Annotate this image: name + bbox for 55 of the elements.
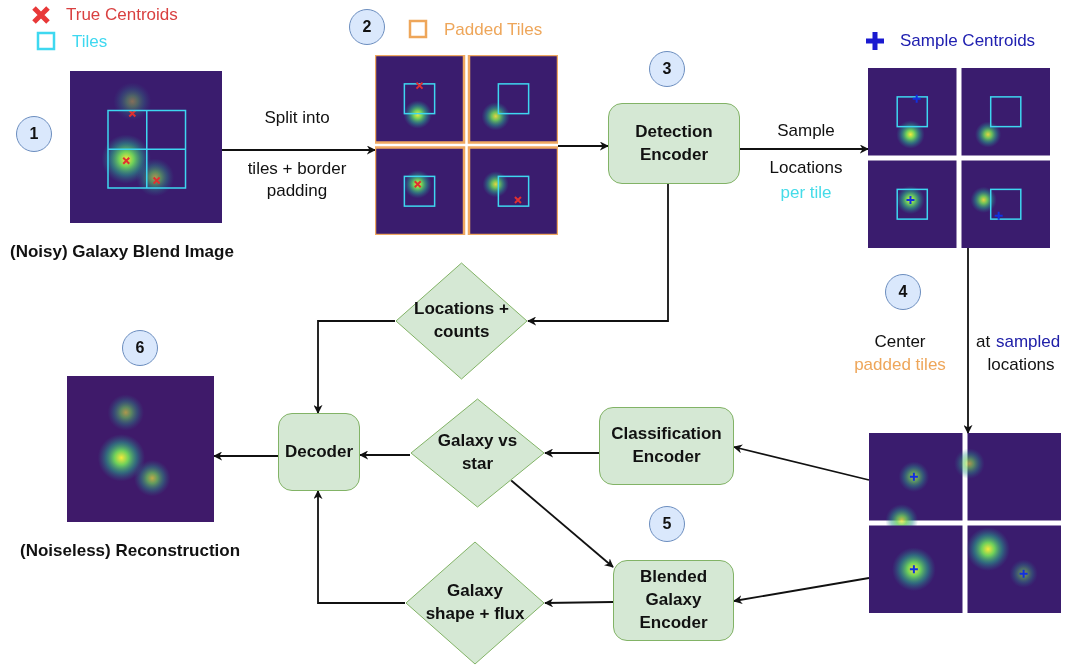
annotation-text: padded tiles [854, 353, 946, 376]
edge-label: Sample [775, 121, 837, 141]
arrow [527, 183, 669, 326]
process-box [613, 560, 734, 641]
arrow [557, 141, 609, 151]
decision-diamond [405, 541, 545, 665]
arrow [733, 577, 870, 605]
process-box [599, 407, 734, 485]
edge-label: Split into [262, 108, 332, 128]
step-number: 3 [649, 51, 685, 87]
node-label: Locations + counts [413, 298, 510, 343]
arrow [733, 444, 870, 481]
picture [375, 55, 558, 235]
decision-diamond [410, 398, 545, 508]
annotation-text: Locations [769, 156, 843, 179]
node-label: Blended Galaxy Encoder [638, 566, 709, 634]
arrow [313, 320, 396, 414]
node-label: Galaxy vs star [436, 430, 519, 475]
image-caption: (Noisy) Galaxy Blend Image [10, 242, 234, 262]
decision-diamond [395, 262, 528, 380]
step-number: 2 [349, 9, 385, 45]
step-number: 5 [649, 506, 685, 542]
image-caption: (Noiseless) Reconstruction [20, 541, 241, 561]
picture [67, 376, 214, 522]
arrow [544, 598, 614, 608]
legend-label: Padded Tiles [444, 20, 543, 40]
step-number: 4 [885, 274, 921, 310]
picture [868, 68, 1050, 248]
legend-label: True Centroids [66, 5, 178, 25]
annotation-text: per tile [780, 181, 832, 204]
process-box [608, 103, 740, 184]
picture [70, 71, 222, 223]
legend-label: Tiles [72, 32, 108, 52]
step-number: 6 [122, 330, 158, 366]
arrow [359, 450, 411, 460]
annotation-text: Center [874, 330, 926, 353]
annotation-text: tiles + border padding [246, 157, 348, 202]
process-box [278, 413, 360, 491]
step-number: 1 [16, 116, 52, 152]
node-label: Detection Encoder [634, 120, 714, 166]
annotation-text: locations [987, 353, 1055, 376]
arrow [510, 479, 614, 568]
arrow [544, 448, 600, 458]
arrow [221, 145, 376, 155]
arrow [213, 451, 279, 461]
arrow [739, 144, 869, 154]
node-label: Decoder [285, 440, 353, 463]
picture [869, 433, 1061, 613]
arrow [963, 247, 973, 434]
legend-label: Sample Centroids [900, 31, 1036, 51]
node-label: Classification Encoder [610, 423, 723, 468]
annotation-text: sampled [996, 330, 1061, 353]
arrow [313, 490, 406, 604]
annotation-text: at [976, 330, 991, 353]
node-label: Galaxy shape + flux [424, 580, 526, 625]
